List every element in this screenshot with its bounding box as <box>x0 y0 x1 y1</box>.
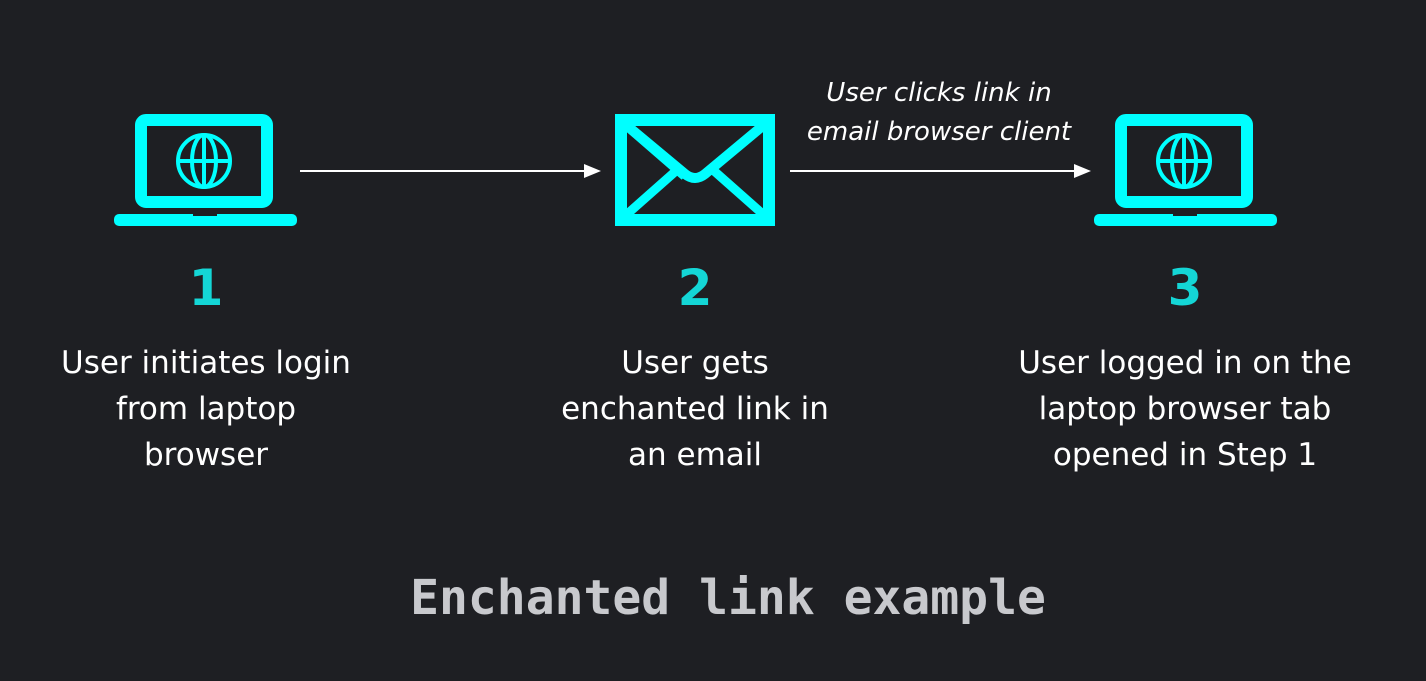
arrow-step2-to-step3 <box>790 164 1091 178</box>
step-description: User gets enchanted link in an email <box>561 345 829 473</box>
envelope-icon <box>615 114 775 226</box>
step-description: User initiates login from laptop browser <box>61 345 351 473</box>
step-number: 1 <box>188 259 224 317</box>
laptop-globe-icon <box>1094 114 1277 226</box>
step-number: 3 <box>1167 259 1203 317</box>
step-number: 2 <box>677 259 713 317</box>
laptop-globe-icon <box>114 114 297 226</box>
arrow-label: User clicks link in email browser client <box>806 78 1072 147</box>
arrow-step1-to-step2 <box>300 164 601 178</box>
step-description: User logged in on the laptop browser tab… <box>1018 345 1352 473</box>
diagram-title: Enchanted link example <box>410 570 1046 626</box>
